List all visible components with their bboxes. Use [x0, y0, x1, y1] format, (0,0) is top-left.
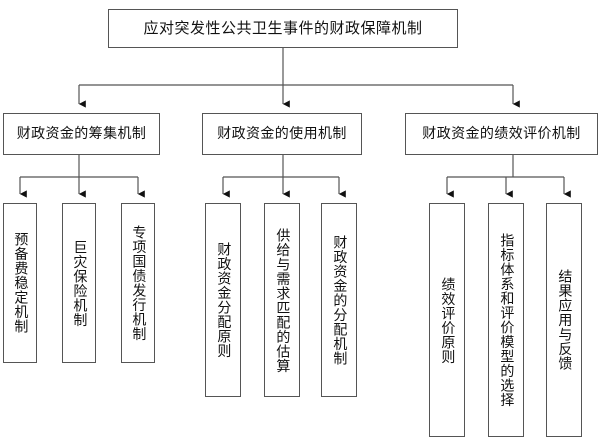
leaf-node-3-1: 绩效评价原则 [429, 203, 465, 437]
branch-node-1-label: 财政资金的筹集机制 [16, 125, 147, 142]
leaf-node-1-3: 专项国债发行机制 [121, 203, 155, 363]
root-node: 应对突发性公共卫生事件的财政保障机制 [108, 9, 458, 48]
leaf-node-3-3: 结果应用与反馈 [546, 203, 582, 437]
leaf-node-3-3-label: 结果应用与反馈 [556, 269, 573, 371]
leaf-node-3-2-label: 指标体系和评价模型的选择 [498, 233, 515, 407]
leaf-node-1-2-label: 巨灾保险机制 [71, 239, 88, 327]
branch-node-1: 财政资金的筹集机制 [3, 113, 160, 155]
branch-node-3-label: 财政资金的绩效评价机制 [422, 125, 581, 142]
leaf-node-2-2: 供给与需求匹配的估算 [264, 203, 300, 397]
leaf-node-2-3: 财政资金的分配机制 [321, 203, 357, 397]
leaf-node-2-3-label: 财政资金的分配机制 [331, 234, 348, 366]
leaf-node-2-1: 财政资金分配原则 [205, 203, 241, 397]
branch-node-3: 财政资金的绩效评价机制 [405, 113, 598, 155]
leaf-node-2-1-label: 财政资金分配原则 [215, 242, 232, 358]
leaf-node-1-1-label: 预备费稳定机制 [12, 232, 29, 334]
leaf-node-1-3-label: 专项国债发行机制 [130, 225, 147, 341]
leaf-node-3-1-label: 绩效评价原则 [439, 276, 456, 364]
leaf-node-1-1: 预备费稳定机制 [3, 203, 37, 363]
branch-node-2-label: 财政资金的使用机制 [217, 125, 347, 142]
leaf-node-1-2: 巨灾保险机制 [62, 203, 96, 363]
leaf-node-2-2-label: 供给与需求匹配的估算 [274, 227, 291, 373]
branch-node-2: 财政资金的使用机制 [202, 113, 362, 155]
root-node-label: 应对突发性公共卫生事件的财政保障机制 [143, 18, 423, 37]
leaf-node-3-2: 指标体系和评价模型的选择 [488, 203, 524, 437]
